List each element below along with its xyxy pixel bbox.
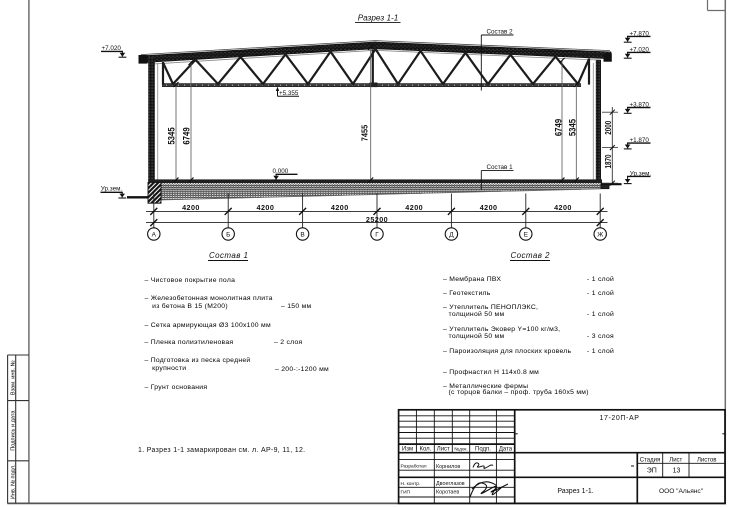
svg-text:1870: 1870 bbox=[604, 154, 613, 168]
svg-text:+5.355: +5.355 bbox=[279, 90, 299, 97]
svg-text:А: А bbox=[152, 231, 157, 238]
svg-text:Подпись и дата: Подпись и дата bbox=[10, 410, 16, 451]
svg-text:№док.: №док. bbox=[454, 446, 467, 451]
svg-text:ЭП: ЭП bbox=[647, 468, 657, 475]
svg-text:4200: 4200 bbox=[405, 203, 423, 212]
svg-text:4200: 4200 bbox=[331, 203, 349, 212]
svg-text:4200: 4200 bbox=[257, 203, 275, 212]
svg-text:+7.020: +7.020 bbox=[102, 45, 122, 52]
svg-text:Е: Е bbox=[524, 231, 529, 238]
svg-text:Д: Д bbox=[449, 231, 454, 238]
svg-text:6749: 6749 bbox=[553, 119, 563, 136]
svg-text:Г: Г bbox=[375, 231, 379, 238]
svg-text:17-20П-АР: 17-20П-АР bbox=[599, 415, 639, 422]
svg-text:Ур.зем.: Ур.зем. bbox=[101, 185, 123, 192]
svg-text:Б: Б bbox=[226, 231, 230, 238]
svg-text:Изм: Изм bbox=[402, 447, 413, 453]
svg-text:4200: 4200 bbox=[554, 203, 572, 212]
svg-text:+3.870: +3.870 bbox=[630, 101, 650, 108]
svg-text:6749: 6749 bbox=[182, 127, 192, 144]
svg-text:Подп.: Подп. bbox=[475, 447, 491, 453]
svg-text:Взам. инв. №: Взам. инв. № bbox=[10, 360, 16, 395]
svg-text:Лист: Лист bbox=[669, 458, 682, 464]
svg-text:+7.870: +7.870 bbox=[630, 30, 650, 37]
svg-text:Лист: Лист bbox=[437, 447, 450, 453]
svg-text:25200: 25200 bbox=[366, 215, 388, 224]
svg-text:+1.870: +1.870 bbox=[630, 137, 650, 144]
svg-text:Двоеглазов: Двоеглазов bbox=[436, 481, 465, 487]
svg-text:ООО "Альянс": ООО "Альянс" bbox=[659, 488, 704, 495]
svg-text:Ур.зем.: Ур.зем. bbox=[630, 170, 652, 177]
svg-text:Листов: Листов bbox=[697, 458, 717, 464]
svg-text:Дата: Дата bbox=[499, 447, 513, 453]
svg-text:Кол.: Кол. bbox=[419, 447, 431, 453]
svg-text:13: 13 bbox=[673, 468, 681, 475]
svg-text:Разработал: Разработал bbox=[401, 464, 427, 470]
svg-text:Н. контр.: Н. контр. bbox=[401, 481, 421, 487]
svg-text:7455: 7455 bbox=[361, 124, 370, 141]
svg-text:2000: 2000 bbox=[604, 120, 613, 134]
svg-text:5345: 5345 bbox=[568, 119, 578, 136]
svg-text:+7.020: +7.020 bbox=[630, 46, 650, 53]
svg-text:Разрез 1-1: Разрез 1-1 bbox=[358, 13, 399, 22]
svg-text:4200: 4200 bbox=[480, 203, 498, 212]
svg-text:Инв. № подл.: Инв. № подл. bbox=[10, 464, 16, 499]
svg-text:Коротаев: Коротаев bbox=[436, 490, 459, 496]
svg-text:Стадия: Стадия bbox=[640, 458, 660, 464]
svg-text:0.000: 0.000 bbox=[273, 168, 289, 175]
svg-text:Ж: Ж bbox=[597, 231, 603, 238]
svg-text:Корнилов: Корнилов bbox=[436, 464, 460, 470]
svg-text:Состав 2: Состав 2 bbox=[487, 29, 514, 36]
svg-text:ГИП: ГИП bbox=[401, 490, 411, 496]
svg-text:Состав 1: Состав 1 bbox=[487, 164, 514, 171]
svg-text:В: В bbox=[300, 231, 304, 238]
svg-text:5345: 5345 bbox=[166, 127, 176, 144]
svg-text:4200: 4200 bbox=[182, 203, 200, 212]
svg-text:Разрез 1-1.: Разрез 1-1. bbox=[557, 488, 593, 495]
